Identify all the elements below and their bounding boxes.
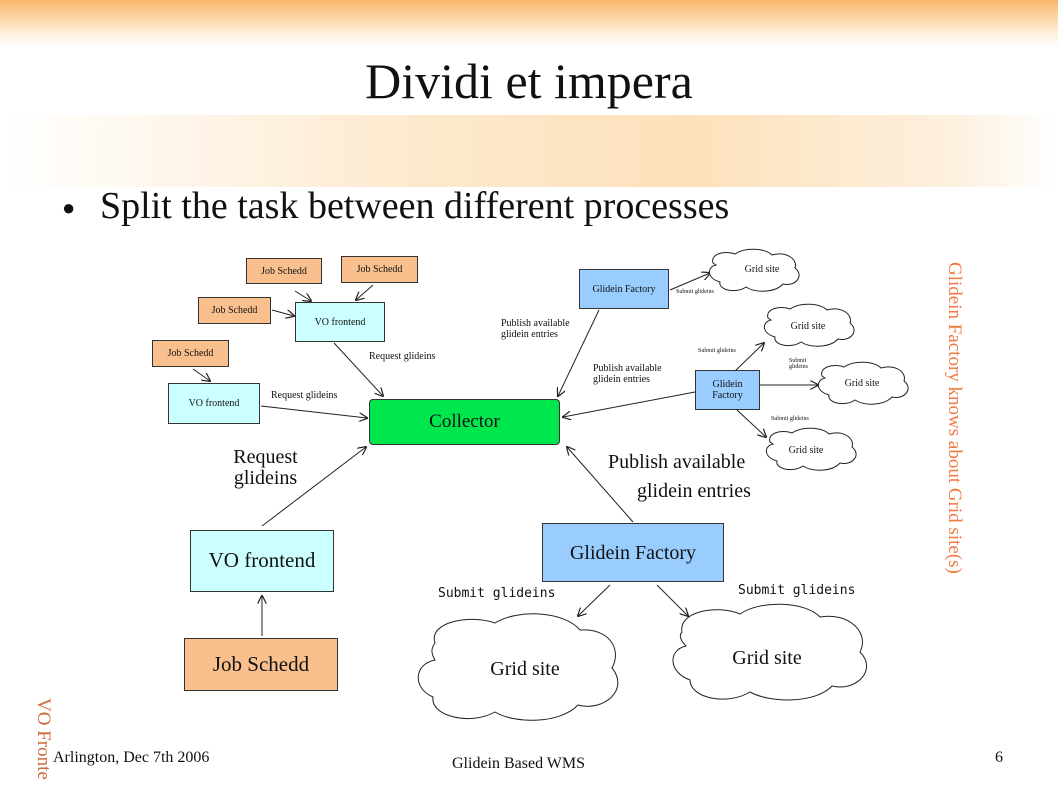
request-glideins-small-2: Request glideins [271, 390, 338, 401]
publish-small-2: Publish available glidein entries [593, 363, 662, 385]
submit-glideins-small-4: Submit glideins [771, 416, 809, 422]
grid-site-cloud-big-1 [417, 613, 619, 721]
grid-site-label-s2: Grid site [790, 321, 826, 332]
publish-label-line1: Publish available [608, 451, 746, 473]
arrow-fe-small-2 [260, 405, 367, 418]
arrow-frontend-to-collector [261, 447, 366, 527]
job-schedd-box: Job Schedd [184, 638, 338, 691]
footer-date: Arlington, Dec 7th 2006 [53, 749, 210, 766]
arrow-schedd-d [192, 368, 210, 381]
arrow-schedd-c [271, 309, 294, 316]
submit-glideins-label-2: Submit glideins [738, 583, 856, 598]
title-band [0, 115, 1058, 187]
submit-glideins-small-2: Submit glideins [698, 348, 736, 354]
job-schedd-small-1: Job Schedd [246, 258, 322, 284]
bullet-icon: ● [62, 195, 76, 220]
request-glideins-label: Request glideins [233, 446, 298, 489]
vo-frontend-small-2: VO frontend [168, 383, 260, 424]
submit-glideins-small-1: Submit glideins [676, 289, 714, 295]
footer-title: Glidein Based WMS [452, 755, 586, 772]
job-schedd-small-4: Job Schedd [152, 340, 229, 367]
page-number: 6 [995, 749, 1003, 766]
grid-site-label-big-2: Grid site [732, 647, 802, 669]
grid-site-label-s3: Grid site [844, 378, 880, 389]
arrow-gf-small-2 [563, 391, 696, 417]
header-band [0, 0, 1058, 46]
grid-site-cloud-s4 [765, 427, 857, 471]
side-note-right: Glidein Factory knows about Grid site(s) [944, 262, 965, 574]
arrow-gf1-grid [669, 273, 710, 291]
slide-title: Dividi et impera [365, 53, 693, 109]
job-schedd-small-3: Job Schedd [198, 297, 271, 324]
vo-frontend-small-1: VO frontend [295, 302, 385, 342]
request-glideins-small-1: Request glideins [369, 351, 436, 362]
arrow-gf-small-1 [558, 309, 600, 396]
submit-glideins-small-3: Submit glideins [789, 358, 808, 371]
job-schedd-small-2: Job Schedd [341, 256, 418, 283]
grid-site-cloud-s3 [817, 361, 909, 405]
grid-site-label-s1: Grid site [744, 264, 780, 275]
vo-frontend-box: VO frontend [190, 530, 334, 592]
grid-site-label-s4: Grid site [788, 445, 824, 456]
grid-site-cloud-s2 [763, 303, 855, 347]
arrow-fe-small-1 [333, 342, 383, 396]
arrow-factory-to-grid-2 [656, 584, 688, 616]
arrow-factory-to-grid-1 [578, 584, 611, 616]
bullet-text: Split the task between different process… [100, 185, 730, 227]
grid-site-label-big-1: Grid site [490, 658, 560, 680]
grid-site-cloud-big-2 [672, 603, 867, 701]
arrow-schedd-b [356, 284, 374, 300]
grid-site-cloud-s1 [708, 248, 800, 292]
arrow-gf2-grid-3 [736, 409, 766, 437]
publish-small-1: Publish available glidein entries [501, 318, 570, 340]
publish-label-line2: glidein entries [637, 480, 751, 502]
arrow-schedd-a [294, 290, 311, 301]
glidein-factory-small-1: Glidein Factory [579, 269, 669, 309]
glidein-factory-small-2: Glidein Factory [695, 370, 760, 410]
collector-box: Collector [369, 399, 560, 445]
glidein-factory-box: Glidein Factory [542, 523, 724, 582]
submit-glideins-label-1: Submit glideins [438, 586, 556, 601]
side-note-left: VO Fronte [33, 698, 54, 780]
arrow-factory-to-collector [567, 447, 634, 523]
arrow-gf2-grid-1 [732, 343, 764, 374]
